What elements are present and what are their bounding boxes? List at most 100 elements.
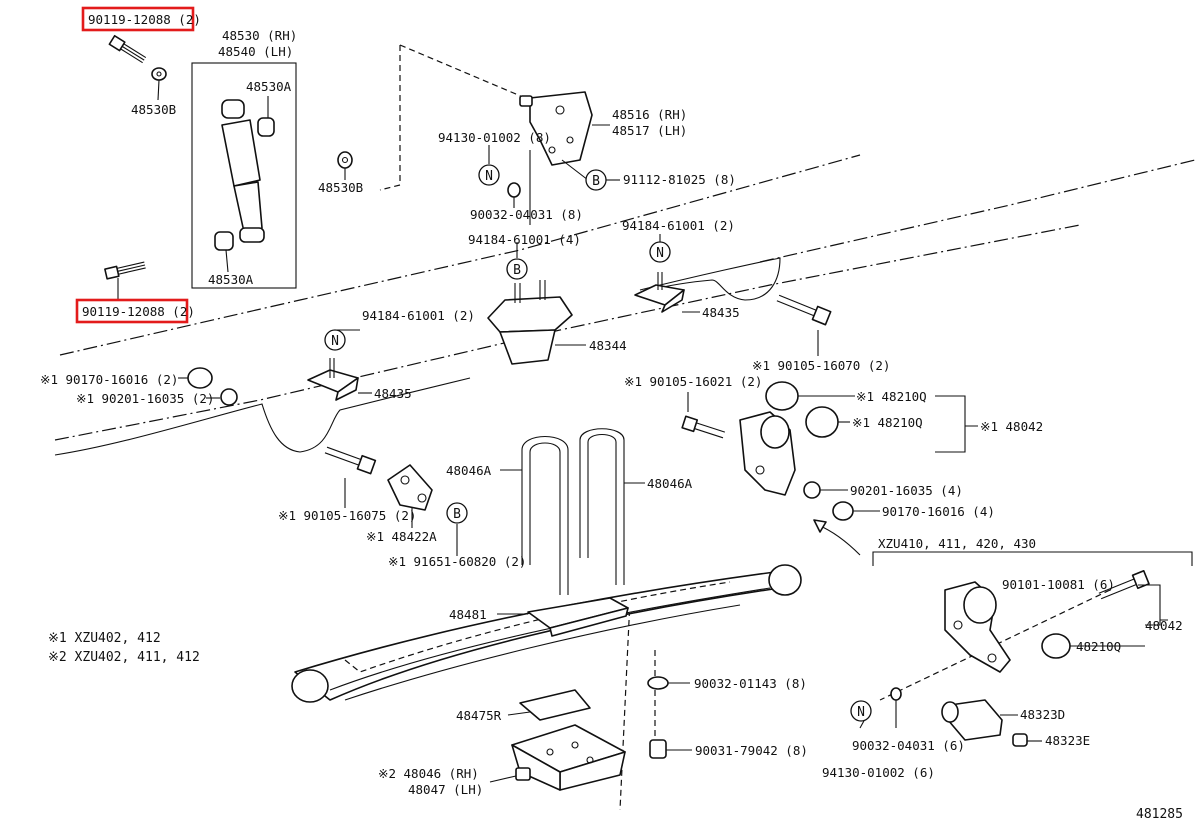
label-90032-bottom: 90032-04031 (6) bbox=[852, 738, 965, 753]
washer-90201-left bbox=[220, 388, 238, 406]
label-90105-16075: ※1 90105-16075 (2) bbox=[278, 508, 416, 523]
label-48530b-left: 48530B bbox=[131, 102, 176, 117]
washer-48530b-left bbox=[151, 67, 167, 81]
callout-b-1: B bbox=[585, 169, 607, 191]
label-48323e: 48323E bbox=[1045, 733, 1090, 748]
svg-text:N: N bbox=[331, 334, 339, 349]
frame-outline-right bbox=[639, 257, 781, 301]
label-94130-top: 94130-01002 (8) bbox=[438, 130, 551, 145]
label-48422a: ※1 48422A bbox=[366, 529, 437, 544]
washer-90032-01143-part bbox=[647, 676, 669, 690]
absorber-bracket-part bbox=[519, 91, 593, 166]
seat-axis-dash bbox=[619, 599, 656, 811]
callout-n-1: N bbox=[478, 164, 500, 186]
frame-upper-line bbox=[59, 154, 861, 356]
bottom-bolt-part bbox=[104, 261, 146, 280]
plate-48422a-part bbox=[387, 464, 433, 511]
u-bolt-right-part bbox=[579, 428, 625, 585]
diagram-number: 481285 bbox=[1136, 807, 1183, 822]
label-90101: 90101-10081 (6) bbox=[1002, 577, 1115, 592]
highlight-top-bolt bbox=[81, 6, 195, 32]
arrow-to-detail bbox=[817, 524, 861, 556]
frame-center-line-right bbox=[759, 159, 1196, 263]
shackle-axis-dash bbox=[879, 589, 1111, 701]
callout-n-2: N bbox=[649, 241, 671, 263]
label-48042: 48042 bbox=[1145, 618, 1183, 633]
label-94130-bottom: 94130-01002 (6) bbox=[822, 765, 935, 780]
label-ubolt-left: 48046A bbox=[446, 463, 492, 478]
bolt-90105-16075-part bbox=[324, 446, 377, 475]
label-90170-left: ※1 90170-16016 (2) bbox=[40, 372, 178, 387]
label-bracket-lh: 48517 (LH) bbox=[612, 123, 687, 138]
label-91651: ※1 91651-60820 (2) bbox=[388, 554, 526, 569]
label-94184-left: 94184-61001 (2) bbox=[362, 308, 475, 323]
pad-48475r-part bbox=[519, 689, 591, 721]
spring-seat-part bbox=[511, 724, 626, 791]
svg-text:B: B bbox=[513, 263, 521, 278]
label-48475r: 48475R bbox=[456, 708, 502, 723]
label-48530a-top: 48530A bbox=[246, 79, 292, 94]
nut-90170-left bbox=[187, 367, 213, 389]
note-1: ※1 XZU402, 412 bbox=[48, 631, 161, 646]
note-2: ※2 XZU402, 411, 412 bbox=[48, 650, 200, 665]
frame-lower-line bbox=[54, 224, 1081, 441]
bolt-90105-16070-part bbox=[776, 294, 832, 326]
label-48435-right: 48435 bbox=[702, 305, 740, 320]
label-ubolt-right: 48046A bbox=[647, 476, 693, 491]
bushing-48210q-c-part bbox=[1041, 633, 1071, 659]
callout-b-2: B bbox=[506, 258, 528, 280]
label-48210q-a: ※1 48210Q bbox=[856, 389, 927, 404]
bushing-48210q-b-part bbox=[805, 406, 839, 438]
label-90105-16021: ※1 90105-16021 (2) bbox=[624, 374, 762, 389]
label-48435-left: 48435 bbox=[374, 386, 412, 401]
label-90105-16070: ※1 90105-16070 (2) bbox=[752, 358, 890, 373]
top-bolt-part bbox=[108, 34, 147, 64]
fitting-48323e-part bbox=[1012, 733, 1028, 747]
washer-48530b-mid bbox=[337, 151, 353, 169]
bumper-48344-part bbox=[487, 280, 573, 365]
svg-text:N: N bbox=[656, 246, 664, 261]
label-94184-center: 94184-61001 (4) bbox=[468, 232, 581, 247]
label-148042: ※1 48042 bbox=[980, 419, 1043, 434]
frame-outline-left bbox=[54, 377, 471, 456]
label-94184-right: 94184-61001 (2) bbox=[622, 218, 735, 233]
label-48530b-mid: 48530B bbox=[318, 180, 363, 195]
label-90032-01143: 90032-01143 (8) bbox=[694, 676, 807, 691]
nut-90170-right-part bbox=[832, 501, 854, 521]
svg-text:B: B bbox=[592, 174, 600, 189]
shock-absorber-part bbox=[221, 99, 265, 243]
shackle-148042-part bbox=[739, 411, 796, 496]
label-48344: 48344 bbox=[589, 338, 627, 353]
label-90170-right: 90170-16016 (4) bbox=[882, 504, 995, 519]
shackle-48042-part bbox=[944, 581, 1011, 673]
stopper-48435-right-part bbox=[634, 272, 685, 313]
callout-n-4: N bbox=[850, 700, 872, 722]
washer-90032-top bbox=[507, 182, 521, 198]
svg-text:B: B bbox=[453, 507, 461, 522]
bolt-90105-16021-part bbox=[681, 415, 726, 439]
bushing-48530a-bottom bbox=[214, 231, 234, 251]
bushing-48530a-top bbox=[257, 117, 275, 137]
nut-90031-part bbox=[649, 739, 667, 759]
label-90201-right: 90201-16035 (4) bbox=[850, 483, 963, 498]
label-bracket-rh: 48516 (RH) bbox=[612, 107, 687, 122]
label-48530a-bottom: 48530A bbox=[208, 272, 254, 287]
highlight-bottom-bolt bbox=[75, 298, 189, 324]
washer-90201-right-part bbox=[803, 481, 821, 499]
bolt-90101-part bbox=[1098, 569, 1150, 600]
label-90201-left: ※1 90201-16035 (2) bbox=[76, 391, 214, 406]
label-48481: 48481 bbox=[449, 607, 487, 622]
callout-b-3: B bbox=[446, 502, 468, 524]
leaf-spring-part bbox=[291, 564, 802, 703]
washer-90032-bottom-part bbox=[890, 687, 902, 701]
label-48046-rh: ※2 48046 (RH) bbox=[378, 766, 479, 781]
svg-text:N: N bbox=[857, 705, 865, 720]
absorber-box bbox=[191, 62, 297, 289]
absorber-leader-dash bbox=[379, 44, 531, 191]
stopper-48435-left-part bbox=[307, 358, 359, 401]
detail-bracket bbox=[872, 551, 1193, 566]
label-48210q-b: ※1 48210Q bbox=[852, 415, 923, 430]
label-48210q-c: 48210Q bbox=[1076, 639, 1121, 654]
label-48323d: 48323D bbox=[1020, 707, 1065, 722]
